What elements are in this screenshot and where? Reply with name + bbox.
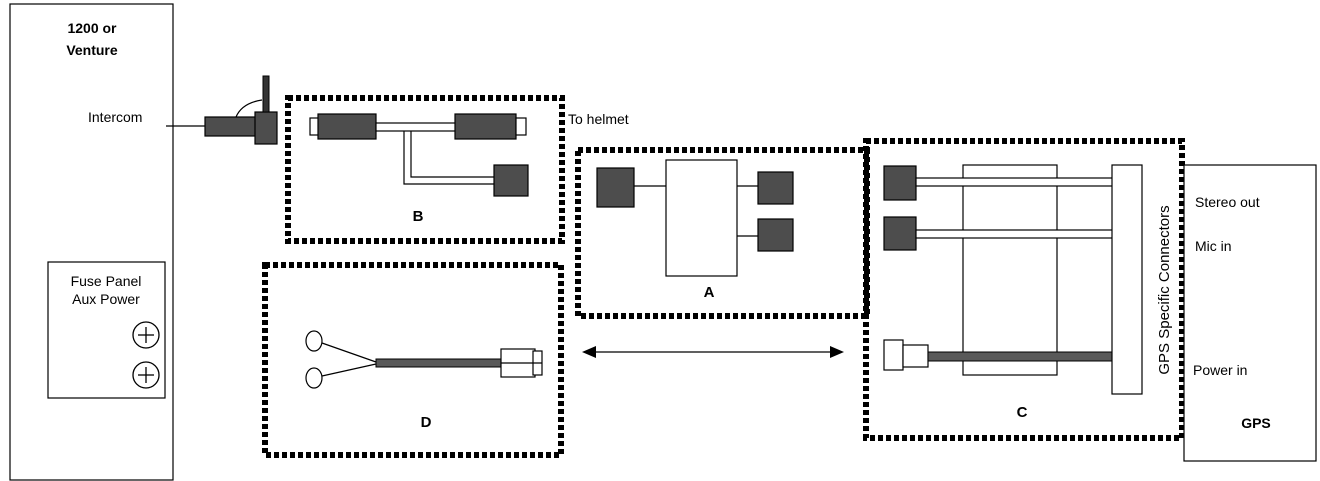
double-arrow-icon (582, 346, 844, 358)
module-d: D (262, 262, 564, 458)
gps-label: GPS (1241, 415, 1271, 431)
mic-in-label: Mic in (1195, 238, 1232, 254)
module-a-label: A (704, 284, 715, 301)
radio-unit-title-line2: Venture (66, 42, 118, 58)
fuse-panel-line2: Aux Power (72, 291, 140, 307)
module-a: A (575, 147, 870, 319)
intercom-label: Intercom (88, 109, 142, 125)
intercom-connector (166, 75, 278, 145)
module-b: B (285, 95, 565, 244)
plus-circle-icon (132, 321, 160, 349)
fuse-panel-line1: Fuse Panel (71, 273, 142, 289)
plus-circle-icon (132, 361, 160, 389)
stereo-out-label: Stereo out (1195, 194, 1260, 210)
module-c: C (863, 138, 1185, 441)
radio-unit-title-line1: 1200 or (67, 20, 117, 36)
helmet-label: To helmet (568, 111, 629, 127)
gps-unit: Stereo out Mic in Power in GPS (1183, 164, 1317, 462)
module-b-label: B (413, 208, 424, 225)
module-d-label: D (421, 414, 432, 431)
power-in-label: Power in (1193, 362, 1247, 378)
fuse-panel: Fuse Panel Aux Power (47, 261, 166, 399)
gps-connectors-label: GPS Specific Connectors (1156, 205, 1173, 374)
module-c-label: C (1017, 404, 1028, 421)
radio-unit: 1200 or Venture Intercom (9, 3, 174, 481)
